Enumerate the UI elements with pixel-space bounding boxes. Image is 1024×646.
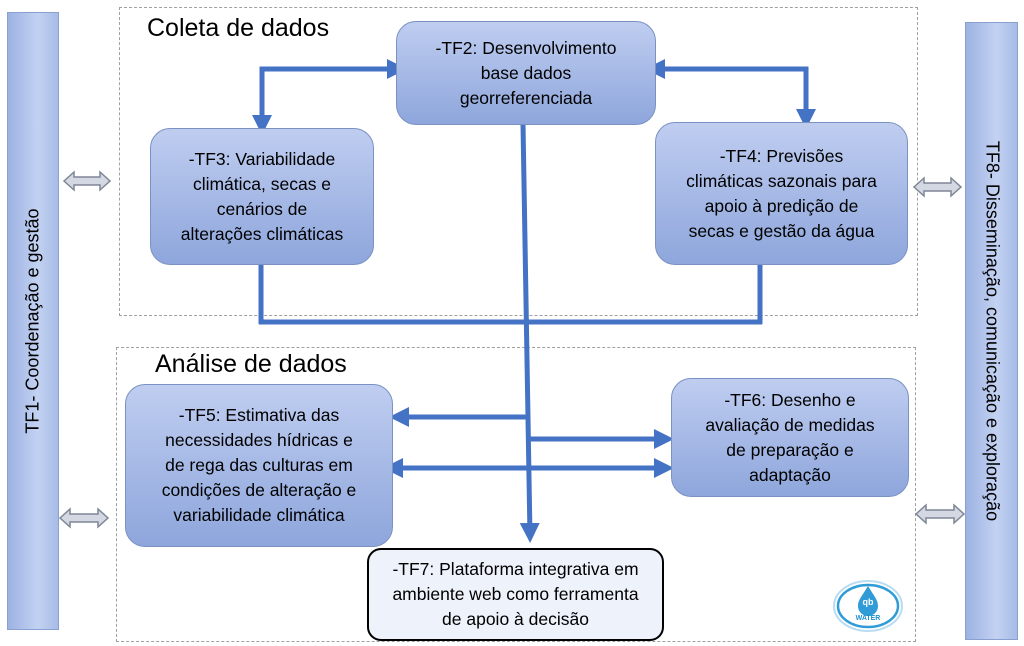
main-trunk-arrow bbox=[519, 123, 540, 543]
analise-section-frame bbox=[116, 347, 916, 642]
double-arrow-left-top bbox=[62, 170, 112, 192]
tf7-box: -TF7: Plataforma integrativa em ambiente… bbox=[367, 548, 664, 641]
coleta-section-frame bbox=[119, 7, 918, 316]
tf2-box: -TF2: Desenvolvimento base dados georref… bbox=[396, 21, 656, 125]
logo-initials: qb bbox=[862, 597, 874, 607]
logo-text: WATER bbox=[855, 615, 881, 622]
analise-section-title: Análise de dados bbox=[155, 350, 347, 378]
logo-drop-icon bbox=[833, 580, 903, 632]
tf5-box: -TF5: Estimativa das necessidades hídric… bbox=[125, 384, 393, 547]
tf3-box: -TF3: Variabilidade climática, secas e c… bbox=[150, 128, 374, 265]
tf8-side-bar: TF8- Disseminação, comunicação e explora… bbox=[965, 22, 1018, 640]
tf2-tf4-arrow bbox=[644, 59, 816, 130]
double-arrow-right-top bbox=[912, 176, 963, 198]
tf6-box: -TF6: Desenho e avaliação de medidas de … bbox=[671, 378, 909, 497]
tf2-tf3-arrow bbox=[252, 59, 408, 136]
qb-water-logo: WATER qb bbox=[832, 578, 904, 634]
coleta-section-title: Coleta de dados bbox=[147, 14, 330, 42]
double-arrow-left-bottom bbox=[58, 507, 110, 529]
tf4-box: -TF4: Previsões climáticas sazonais para… bbox=[655, 122, 908, 265]
double-arrow-right-bottom bbox=[914, 503, 966, 525]
tf1-side-bar: TF1- Coordenação e gestão bbox=[7, 12, 59, 630]
side-double-arrows bbox=[58, 170, 966, 529]
